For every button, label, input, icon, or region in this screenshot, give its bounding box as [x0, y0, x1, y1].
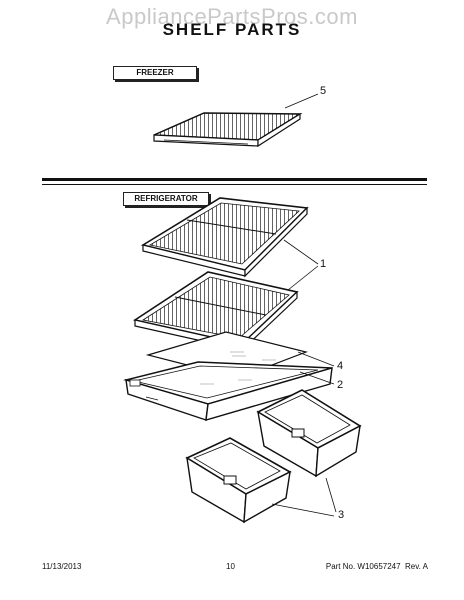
watermark: AppliancePartsPros.com	[106, 4, 358, 29]
footer-date: 11/13/2013	[42, 562, 82, 571]
page-title: SHELF PARTS	[162, 20, 302, 39]
freezer-wire-shelf	[153, 112, 303, 148]
refrigerator-wire-shelf-lower	[132, 271, 299, 352]
callout-1: 1	[320, 258, 327, 270]
freezer-label: FREEZER	[113, 66, 197, 80]
callout-3: 3	[338, 509, 345, 521]
crisper-cover-frame	[123, 361, 333, 421]
refrigerator-label: REFRIGERATOR	[123, 192, 209, 206]
section-divider	[42, 178, 427, 181]
crisper-drawer-left	[185, 437, 292, 524]
section-divider-thin	[42, 184, 427, 185]
callout-4: 4	[337, 360, 344, 372]
refrigerator-wire-shelf-upper	[140, 197, 309, 278]
callout-5: 5	[320, 85, 327, 97]
footer-part-number: Part No. W10657247 Rev. A	[325, 562, 428, 571]
crisper-drawer-right	[256, 389, 362, 478]
footer-page-number: 10	[226, 562, 235, 571]
callout-2: 2	[337, 379, 344, 391]
leader-lines	[271, 93, 337, 517]
